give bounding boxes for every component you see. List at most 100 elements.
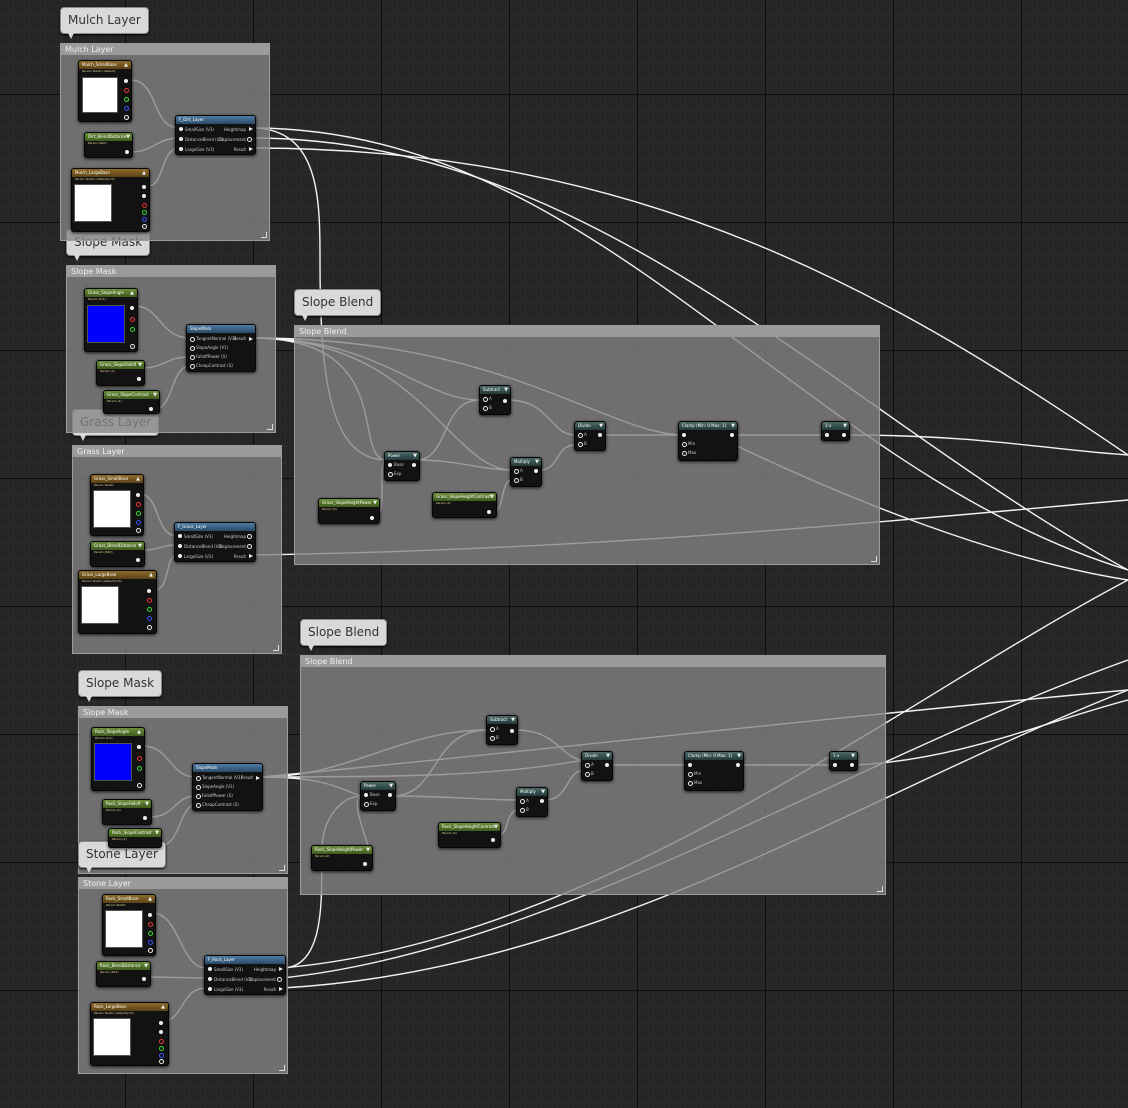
output-pin[interactable] bbox=[149, 407, 153, 411]
input-pin[interactable] bbox=[578, 433, 583, 438]
scalar-parameter-node[interactable]: Grass_SlopeHeightContrast Param (4) ▼ bbox=[432, 492, 497, 518]
input-pin[interactable] bbox=[682, 442, 687, 447]
output-pin[interactable] bbox=[510, 729, 514, 733]
output-pin[interactable] bbox=[247, 534, 252, 539]
output-pin[interactable] bbox=[503, 399, 507, 403]
scalar-parameter-node[interactable]: Grass_BlendDistance Param (640) ▼ bbox=[90, 541, 145, 567]
texture-sample-node[interactable]: Grass_SmallBase Param Tex2D ▲ bbox=[90, 474, 144, 536]
input-pin[interactable] bbox=[178, 534, 182, 538]
output-pin-b[interactable] bbox=[148, 940, 153, 945]
scalar-parameter-node[interactable]: Rock_SlopeHeightPower Param (2) ▼ bbox=[311, 845, 373, 871]
material-function-node[interactable]: F_Rock_Layer SmallSize (V3) DistanceBlen… bbox=[204, 955, 286, 995]
input-pin[interactable] bbox=[490, 727, 495, 732]
output-pin[interactable] bbox=[249, 127, 253, 131]
input-pin[interactable] bbox=[682, 451, 687, 456]
dropdown-arrow-icon[interactable]: ▼ bbox=[843, 423, 847, 429]
output-pin-r[interactable] bbox=[130, 317, 135, 322]
input-pin[interactable] bbox=[520, 808, 525, 813]
output-pin-rgb[interactable] bbox=[137, 745, 141, 749]
output-pin[interactable] bbox=[730, 433, 734, 437]
scalar-parameter-node[interactable]: Grass_SlopeHeightPower Param (2) ▼ bbox=[318, 498, 380, 524]
input-pin[interactable] bbox=[585, 763, 590, 768]
input-pin[interactable] bbox=[388, 472, 393, 477]
dropdown-arrow-icon[interactable]: ▼ bbox=[126, 134, 130, 140]
dropdown-arrow-icon[interactable]: ▼ bbox=[373, 500, 377, 506]
vector-parameter-node[interactable]: Grass_SlopeAngle Param (0.5) ▲ bbox=[84, 288, 138, 352]
power-node[interactable]: Power ▼ Base Exp bbox=[360, 781, 396, 811]
output-pin-b[interactable] bbox=[136, 520, 141, 525]
output-pin-g[interactable] bbox=[130, 327, 135, 332]
dropdown-arrow-icon[interactable]: ▼ bbox=[490, 494, 494, 500]
collapse-arrow-icon[interactable]: ▲ bbox=[142, 170, 146, 176]
dropdown-arrow-icon[interactable]: ▼ bbox=[851, 753, 855, 759]
divide-node[interactable]: Divide ▼ A B bbox=[581, 751, 613, 781]
one-minus-node[interactable]: 1-x ▼ bbox=[821, 421, 850, 441]
output-pin[interactable] bbox=[159, 1030, 163, 1034]
dropdown-arrow-icon[interactable]: ▼ bbox=[494, 824, 498, 830]
dropdown-arrow-icon[interactable]: ▼ bbox=[138, 543, 142, 549]
scalar-parameter-node[interactable]: Grass_SlopeContrast Param (1) ▼ bbox=[103, 390, 160, 414]
dropdown-arrow-icon[interactable]: ▼ bbox=[155, 830, 159, 836]
input-pin[interactable] bbox=[179, 147, 183, 151]
output-pin-b[interactable] bbox=[124, 106, 129, 111]
input-pin[interactable] bbox=[190, 364, 195, 369]
output-pin-a[interactable] bbox=[148, 948, 153, 953]
dropdown-arrow-icon[interactable]: ▼ bbox=[599, 423, 603, 429]
input-pin[interactable] bbox=[688, 781, 693, 786]
multiply-node[interactable]: Multiply ▼ A B bbox=[516, 787, 548, 817]
output-pin[interactable] bbox=[534, 469, 538, 473]
comment-bubble-slope-blend[interactable]: Slope Blend bbox=[300, 619, 388, 651]
output-pin[interactable] bbox=[842, 433, 846, 437]
output-pin-a[interactable] bbox=[142, 224, 147, 229]
divide-node[interactable]: Divide ▼ A B bbox=[574, 421, 606, 451]
dropdown-arrow-icon[interactable]: ▼ bbox=[535, 459, 539, 465]
input-pin[interactable] bbox=[178, 544, 182, 548]
output-pin-r[interactable] bbox=[136, 502, 141, 507]
output-pin-r[interactable] bbox=[142, 203, 147, 208]
input-pin[interactable] bbox=[578, 442, 583, 447]
collapse-arrow-icon[interactable]: ▲ bbox=[130, 290, 134, 296]
output-pin-a[interactable] bbox=[147, 625, 152, 630]
output-pin[interactable] bbox=[605, 763, 609, 767]
dropdown-arrow-icon[interactable]: ▼ bbox=[389, 783, 393, 789]
input-pin[interactable] bbox=[825, 433, 829, 437]
output-pin[interactable] bbox=[388, 793, 392, 797]
dropdown-arrow-icon[interactable]: ▼ bbox=[145, 801, 149, 807]
input-pin[interactable] bbox=[190, 346, 195, 351]
comment-bubble-slope-mask[interactable]: Slope Mask bbox=[78, 670, 163, 702]
input-pin[interactable] bbox=[190, 355, 195, 360]
collapse-arrow-icon[interactable]: ▲ bbox=[124, 62, 128, 68]
output-pin-b[interactable] bbox=[159, 1053, 164, 1058]
scalar-parameter-node[interactable]: Rock_SlopeHeightContrast Param (4) ▼ bbox=[438, 822, 501, 848]
output-pin[interactable] bbox=[279, 987, 283, 991]
output-pin[interactable] bbox=[491, 838, 495, 842]
output-pin[interactable] bbox=[136, 558, 140, 562]
output-pin[interactable] bbox=[249, 337, 253, 341]
output-pin[interactable] bbox=[143, 816, 147, 820]
output-pin-r[interactable] bbox=[148, 922, 153, 927]
output-pin[interactable] bbox=[249, 147, 253, 151]
output-pin[interactable] bbox=[247, 137, 252, 142]
dropdown-arrow-icon[interactable]: ▼ bbox=[606, 753, 610, 759]
dropdown-arrow-icon[interactable]: ▼ bbox=[144, 963, 148, 969]
output-pin-g[interactable] bbox=[147, 607, 152, 612]
power-node[interactable]: Power ▼ Base Exp bbox=[384, 451, 420, 481]
output-pin-r[interactable] bbox=[137, 756, 142, 761]
input-pin[interactable] bbox=[585, 772, 590, 777]
output-pin[interactable] bbox=[137, 377, 141, 381]
comment-header[interactable]: Grass Layer bbox=[73, 446, 281, 457]
output-pin-g[interactable] bbox=[142, 210, 147, 215]
scalar-parameter-node[interactable]: Grass_SlopeFalloff Param (1) ▼ bbox=[96, 360, 145, 386]
output-pin[interactable] bbox=[125, 150, 129, 154]
output-pin-r[interactable] bbox=[124, 88, 129, 93]
output-pin-rgb[interactable] bbox=[136, 493, 140, 497]
dropdown-arrow-icon[interactable]: ▼ bbox=[737, 753, 741, 759]
output-pin-rgb[interactable] bbox=[148, 913, 152, 917]
texture-sample-node[interactable]: Rock_LargeBase Param Tex2D (default)(V3)… bbox=[90, 1002, 169, 1066]
output-pin[interactable] bbox=[850, 763, 854, 767]
multiply-node[interactable]: Multiply ▼ A B bbox=[510, 457, 542, 487]
output-pin-rgb[interactable] bbox=[147, 589, 151, 593]
output-pin-b[interactable] bbox=[147, 616, 152, 621]
input-pin[interactable] bbox=[196, 803, 201, 808]
input-pin[interactable] bbox=[208, 967, 212, 971]
